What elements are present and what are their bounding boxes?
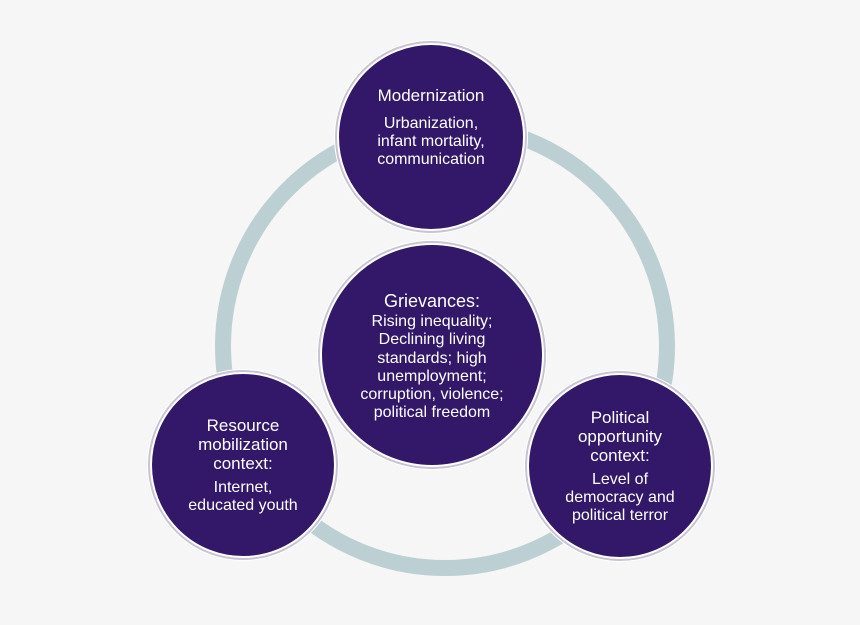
resource-mobilization-line: Internet, <box>213 478 273 496</box>
political-opportunity-title-line: Political <box>590 407 650 427</box>
grievances-line: Declining living <box>378 331 486 349</box>
grievances-line: unemployment; <box>377 367 487 385</box>
grievances-title: Grievances: <box>383 291 481 311</box>
resource-mobilization-node: Resource mobilization context: Internet,… <box>150 372 336 558</box>
political-opportunity-title-line: opportunity <box>577 426 663 446</box>
grievances-line: political freedom <box>373 404 491 422</box>
grievances-line: standards; high <box>377 349 487 367</box>
modernization-title: Modernization <box>377 86 485 105</box>
political-opportunity-line: democracy and <box>565 488 675 506</box>
political-opportunity-node: Political opportunity context: Level of … <box>527 373 713 559</box>
resource-mobilization-title-line: mobilization <box>198 434 288 454</box>
resource-mobilization-line: educated youth <box>188 496 298 514</box>
resource-mobilization-title-line: Resource <box>206 415 280 435</box>
political-opportunity-title-line: context: <box>590 445 650 465</box>
political-opportunity-line: political terror <box>571 506 669 524</box>
political-opportunity-line: Level of <box>591 470 649 488</box>
modernization-node: Modernization Urbanization, infant morta… <box>337 43 525 231</box>
grievances-line: corruption, violence; <box>360 386 504 404</box>
modernization-line: communication <box>377 150 485 168</box>
modernization-line: Urbanization, <box>383 115 479 133</box>
resource-mobilization-title-line: context: <box>213 453 273 473</box>
grievances-line: Rising inequality; <box>371 313 493 331</box>
grievances-node: Grievances: Rising inequality; Declining… <box>320 243 544 467</box>
modernization-line: infant mortality, <box>377 132 485 150</box>
